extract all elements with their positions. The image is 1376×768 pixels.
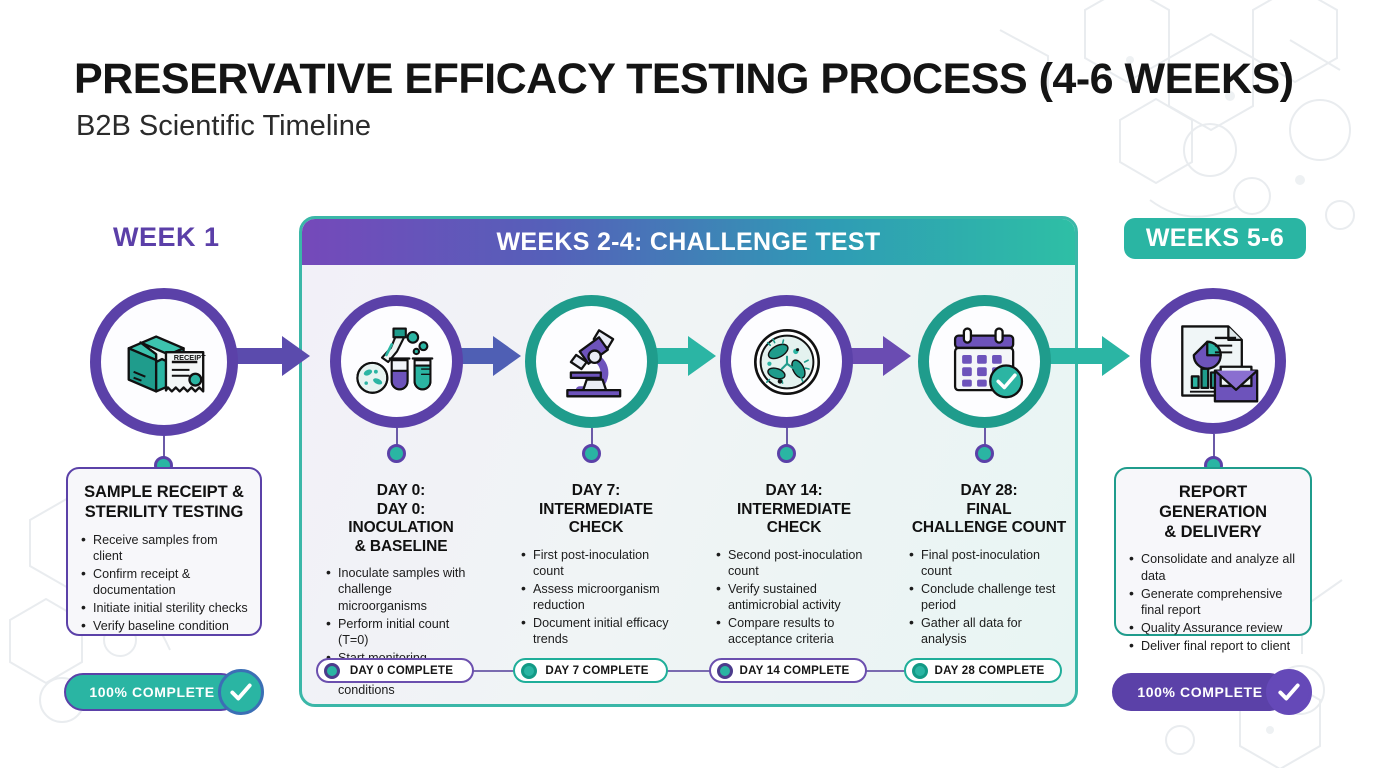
node-ring-day-28 <box>918 295 1051 428</box>
node-ring-day-7 <box>525 295 658 428</box>
card-title-day-28: DAY 28: FINAL CHALLENGE COUNT <box>911 482 1067 537</box>
card-title-sample-receipt: SAMPLE RECEIPT & STERILITY TESTING <box>84 483 244 521</box>
chip-connector-3 <box>860 670 908 672</box>
list-item: Verify sustained antimicrobial activity <box>715 580 873 613</box>
calendar-check-icon <box>953 326 1023 398</box>
node-ring-sample-receipt: RECEIPT <box>90 288 238 436</box>
chip-connector-1 <box>470 670 518 672</box>
chip-status-dot <box>324 662 340 679</box>
stem-day-28 <box>984 428 986 452</box>
card-day-7[interactable]: DAY 7: INTERMEDIATE CHECK First post-ino… <box>508 468 684 646</box>
list-item: Perform initial count (T=0) <box>325 615 477 648</box>
chip-status-dot <box>717 662 733 679</box>
stem-report-generation <box>1213 434 1215 466</box>
list-item: First post-inoculation count <box>520 546 672 579</box>
chip-status-dot <box>912 662 928 679</box>
stem-day-14 <box>786 428 788 452</box>
list-item: Assess microorganism reduction <box>520 580 672 613</box>
card-sample-receipt[interactable]: SAMPLE RECEIPT & STERILITY TESTING Recei… <box>66 467 262 636</box>
node-day-0[interactable] <box>330 295 463 428</box>
list-item: Inoculate samples with challenge microor… <box>325 564 477 613</box>
list-item: Document initial efficacy trends <box>520 614 672 647</box>
arrow-day0-to-day7 <box>449 336 521 376</box>
chip-day-0-complete[interactable]: DAY 0 COMPLETE <box>316 658 474 683</box>
list-item: Second post-inoculation count <box>715 546 873 579</box>
status-badge-right[interactable]: 100% COMPLETE <box>1112 669 1312 715</box>
arrow-day14-to-day28 <box>839 336 911 376</box>
card-bullets-sample-receipt: Receive samples from client Confirm rece… <box>80 531 248 636</box>
stem-day-7 <box>591 428 593 452</box>
phase-label-weeks-5-6: WEEKS 5-6 <box>1124 218 1306 259</box>
list-item: Gather all data for analysis <box>908 614 1070 647</box>
list-item: Confirm receipt & documentation <box>80 565 248 598</box>
checkmark-icon <box>218 669 264 715</box>
chip-label: DAY 7 COMPLETE <box>545 664 649 677</box>
stem-dot-day-0 <box>387 444 406 463</box>
card-report-generation[interactable]: REPORT GENERATION & DELIVERY Consolidate… <box>1114 467 1312 655</box>
chip-status-dot <box>521 662 537 679</box>
list-item: Final post-inoculation count <box>908 546 1070 579</box>
phase-label-week-1: WEEK 1 <box>113 222 220 252</box>
stem-dot-day-7 <box>582 444 601 463</box>
card-bullets-day-0: Inoculate samples with challenge microor… <box>325 564 477 698</box>
node-ring-report-generation <box>1140 288 1286 434</box>
card-bullets-day-28: Final post-inoculation count Conclude ch… <box>908 546 1070 648</box>
list-item: Conclude challenge test period <box>908 580 1070 613</box>
node-ring-day-0 <box>330 295 463 428</box>
card-day-14[interactable]: DAY 14: INTERMEDIATE CHECK Second post-i… <box>703 468 885 646</box>
node-report-generation[interactable] <box>1140 288 1286 434</box>
stem-sample-receipt <box>163 436 165 468</box>
card-bullets-day-14: Second post-inoculation count Verify sus… <box>715 546 873 648</box>
node-sample-receipt[interactable]: RECEIPT <box>90 288 238 436</box>
chip-day-28-complete[interactable]: DAY 28 COMPLETE <box>904 658 1062 683</box>
card-title-day-0: DAY 0: DAY 0: INOCULATION & BASELINE <box>348 482 454 555</box>
list-item: Quality Assurance review <box>1128 619 1298 637</box>
list-item: Generate comprehensive final report <box>1128 585 1298 618</box>
node-ring-day-14 <box>720 295 853 428</box>
stem-day-0 <box>396 428 398 452</box>
list-item: Deliver final report to client <box>1128 637 1298 655</box>
stem-dot-day-28 <box>975 444 994 463</box>
list-item: Consolidate and analyze all data <box>1128 550 1298 583</box>
card-bullets-day-7: First post-inoculation count Assess micr… <box>520 546 672 648</box>
svg-text:RECEIPT: RECEIPT <box>174 353 206 362</box>
list-item: Initiate initial sterility checks <box>80 599 248 617</box>
node-day-7[interactable] <box>525 295 658 428</box>
page-title: PRESERVATIVE EFFICACY TESTING PROCESS (4… <box>74 55 1294 103</box>
chip-label: DAY 28 COMPLETE <box>934 664 1045 677</box>
card-title-day-7: DAY 7: INTERMEDIATE CHECK <box>539 482 653 537</box>
petri-dish-icon <box>753 328 820 395</box>
card-day-0[interactable]: DAY 0: DAY 0: INOCULATION & BASELINE Ino… <box>313 468 489 697</box>
page-subtitle: B2B Scientific Timeline <box>76 110 371 142</box>
pipette-tubes-icon <box>355 327 433 394</box>
list-item: Compare results to acceptance criteria <box>715 614 873 647</box>
arrow-to-report <box>1046 336 1130 376</box>
status-badge-left[interactable]: 100% COMPLETE <box>64 669 264 715</box>
challenge-test-panel-header: WEEKS 2-4: CHALLENGE TEST <box>302 219 1075 265</box>
node-day-14[interactable] <box>720 295 853 428</box>
list-item: Verify baseline condition <box>80 617 248 635</box>
card-title-report-generation: REPORT GENERATION & DELIVERY <box>1159 483 1267 541</box>
node-day-28[interactable] <box>918 295 1051 428</box>
card-day-28[interactable]: DAY 28: FINAL CHALLENGE COUNT Final post… <box>896 468 1082 646</box>
chip-connector-2 <box>665 670 713 672</box>
chip-day-14-complete[interactable]: DAY 14 COMPLETE <box>709 658 867 683</box>
microscope-icon <box>565 328 621 397</box>
arrow-day7-to-day14 <box>644 336 716 376</box>
chip-day-7-complete[interactable]: DAY 7 COMPLETE <box>513 658 668 683</box>
checkmark-icon <box>1266 669 1312 715</box>
card-title-day-14: DAY 14: INTERMEDIATE CHECK <box>737 482 851 537</box>
status-badge-right-label: 100% COMPLETE <box>1112 673 1288 711</box>
arrow-to-day-0 <box>236 336 310 376</box>
card-bullets-report-generation: Consolidate and analyze all data Generat… <box>1128 550 1298 655</box>
report-envelope-icon <box>1181 325 1259 403</box>
stem-dot-day-14 <box>777 444 796 463</box>
chip-label: DAY 0 COMPLETE <box>349 664 454 677</box>
package-receipt-icon: RECEIPT <box>127 335 206 393</box>
status-badge-left-label: 100% COMPLETE <box>64 673 240 711</box>
list-item: Receive samples from client <box>80 531 248 564</box>
chip-label: DAY 14 COMPLETE <box>739 664 850 677</box>
